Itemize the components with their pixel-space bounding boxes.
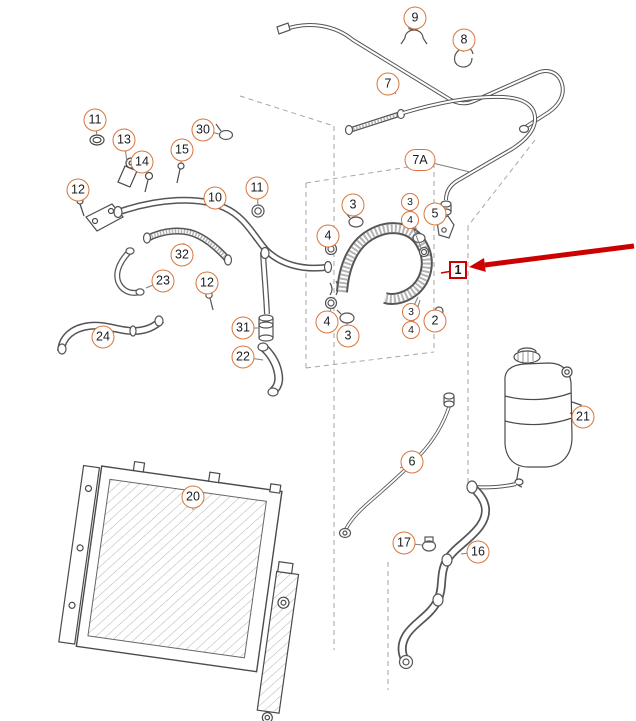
expansion-tank-21 bbox=[504, 347, 582, 488]
callout-11-right[interactable]: 11 bbox=[245, 176, 269, 200]
callout-20[interactable]: 20 bbox=[181, 485, 205, 509]
callout-3-c[interactable]: 3 bbox=[402, 303, 420, 321]
callout-17[interactable]: 17 bbox=[392, 531, 416, 555]
callout-23[interactable]: 23 bbox=[151, 269, 175, 293]
callout-10[interactable]: 10 bbox=[203, 186, 227, 210]
clamp-30 bbox=[215, 123, 234, 141]
highlight-arrow bbox=[469, 243, 635, 272]
callout-31[interactable]: 31 bbox=[231, 316, 255, 340]
pipe-7 bbox=[276, 22, 565, 134]
callout-13[interactable]: 13 bbox=[112, 128, 136, 152]
callout-2[interactable]: 2 bbox=[423, 309, 447, 333]
callout-21[interactable]: 21 bbox=[571, 405, 595, 429]
hose-24 bbox=[57, 315, 165, 355]
callout-4-d[interactable]: 4 bbox=[315, 310, 339, 334]
callout-8[interactable]: 8 bbox=[452, 28, 476, 52]
callout-11-left[interactable]: 11 bbox=[83, 108, 107, 132]
callout-3-d[interactable]: 3 bbox=[336, 324, 360, 348]
hose-1-assembly bbox=[324, 212, 455, 324]
callout-7[interactable]: 7 bbox=[376, 72, 400, 96]
callout-3-a[interactable]: 3 bbox=[341, 193, 365, 217]
callout-15[interactable]: 15 bbox=[170, 138, 194, 162]
callout-30[interactable]: 30 bbox=[191, 118, 215, 142]
callout-3-b[interactable]: 3 bbox=[401, 193, 419, 211]
fitting-31 bbox=[258, 314, 274, 342]
callout-4-c[interactable]: 4 bbox=[402, 321, 420, 339]
radiator-20 bbox=[58, 460, 300, 721]
hose-23 bbox=[114, 247, 145, 296]
clamp-17 bbox=[421, 536, 437, 552]
callout-9[interactable]: 9 bbox=[403, 6, 427, 30]
callout-12-left[interactable]: 12 bbox=[66, 178, 90, 202]
callout-1-highlighted[interactable]: 1 bbox=[449, 261, 467, 279]
callout-7A[interactable]: 7A bbox=[404, 149, 436, 171]
callout-22[interactable]: 22 bbox=[231, 345, 255, 369]
callout-6[interactable]: 6 bbox=[400, 450, 424, 474]
callout-5[interactable]: 5 bbox=[423, 202, 447, 226]
callout-12-right[interactable]: 12 bbox=[195, 271, 219, 295]
callout-4-b[interactable]: 4 bbox=[401, 211, 419, 229]
hose-22 bbox=[257, 342, 284, 397]
hose-16 bbox=[397, 480, 517, 670]
pipe-6 bbox=[338, 392, 455, 539]
callout-24[interactable]: 24 bbox=[91, 325, 115, 349]
callout-16[interactable]: 16 bbox=[466, 540, 490, 564]
callout-14[interactable]: 14 bbox=[130, 150, 154, 174]
dashed-construction-lines bbox=[239, 95, 536, 690]
hose-32 bbox=[142, 227, 233, 266]
callout-32[interactable]: 32 bbox=[170, 243, 194, 267]
callout-4-a[interactable]: 4 bbox=[316, 224, 340, 248]
hose-assembly-10 bbox=[113, 196, 333, 315]
